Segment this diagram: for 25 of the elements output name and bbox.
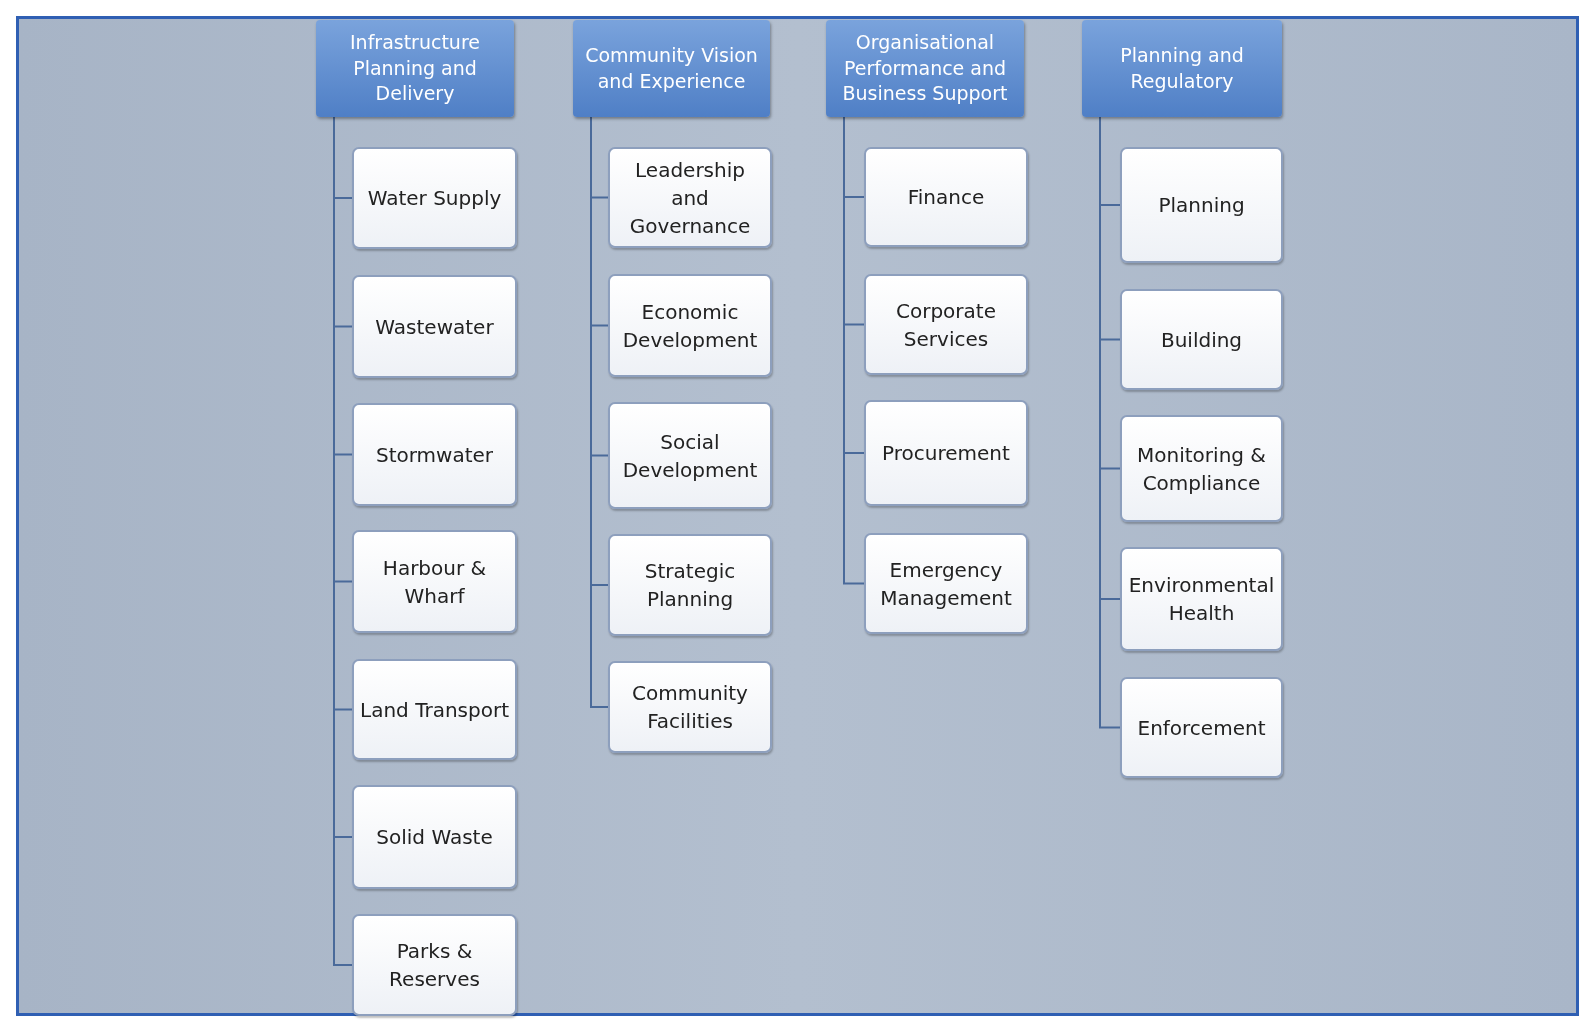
unit-box: Parks & Reserves <box>352 914 517 1016</box>
unit-box: Building <box>1120 289 1283 390</box>
unit-box: Community Facilities <box>608 661 772 753</box>
unit-box: Solid Waste <box>352 785 517 889</box>
unit-box: Enforcement <box>1120 677 1283 778</box>
unit-box: Corporate Services <box>864 274 1028 375</box>
unit-box: Finance <box>864 147 1028 247</box>
unit-box: Emergency Management <box>864 533 1028 634</box>
department-header: Planning and Regulatory <box>1082 20 1282 117</box>
unit-box: Social Development <box>608 402 772 509</box>
unit-box: Harbour & Wharf <box>352 530 517 633</box>
department-header: Community Vision and Experience <box>573 20 770 117</box>
unit-box: Water Supply <box>352 147 517 249</box>
unit-box: Procurement <box>864 400 1028 506</box>
unit-box: Economic Development <box>608 274 772 377</box>
unit-box: Land Transport <box>352 659 517 760</box>
unit-box: Leadership and Governance <box>608 147 772 248</box>
unit-box: Wastewater <box>352 275 517 378</box>
department-header: Infrastructure Planning and Delivery <box>316 20 514 117</box>
unit-box: Environmental Health <box>1120 547 1283 651</box>
department-header: Organisational Performance and Business Support <box>826 20 1024 117</box>
unit-box: Planning <box>1120 147 1283 263</box>
unit-box: Monitoring & Compliance <box>1120 415 1283 522</box>
unit-box: Stormwater <box>352 403 517 506</box>
unit-box: Strategic Planning <box>608 534 772 636</box>
